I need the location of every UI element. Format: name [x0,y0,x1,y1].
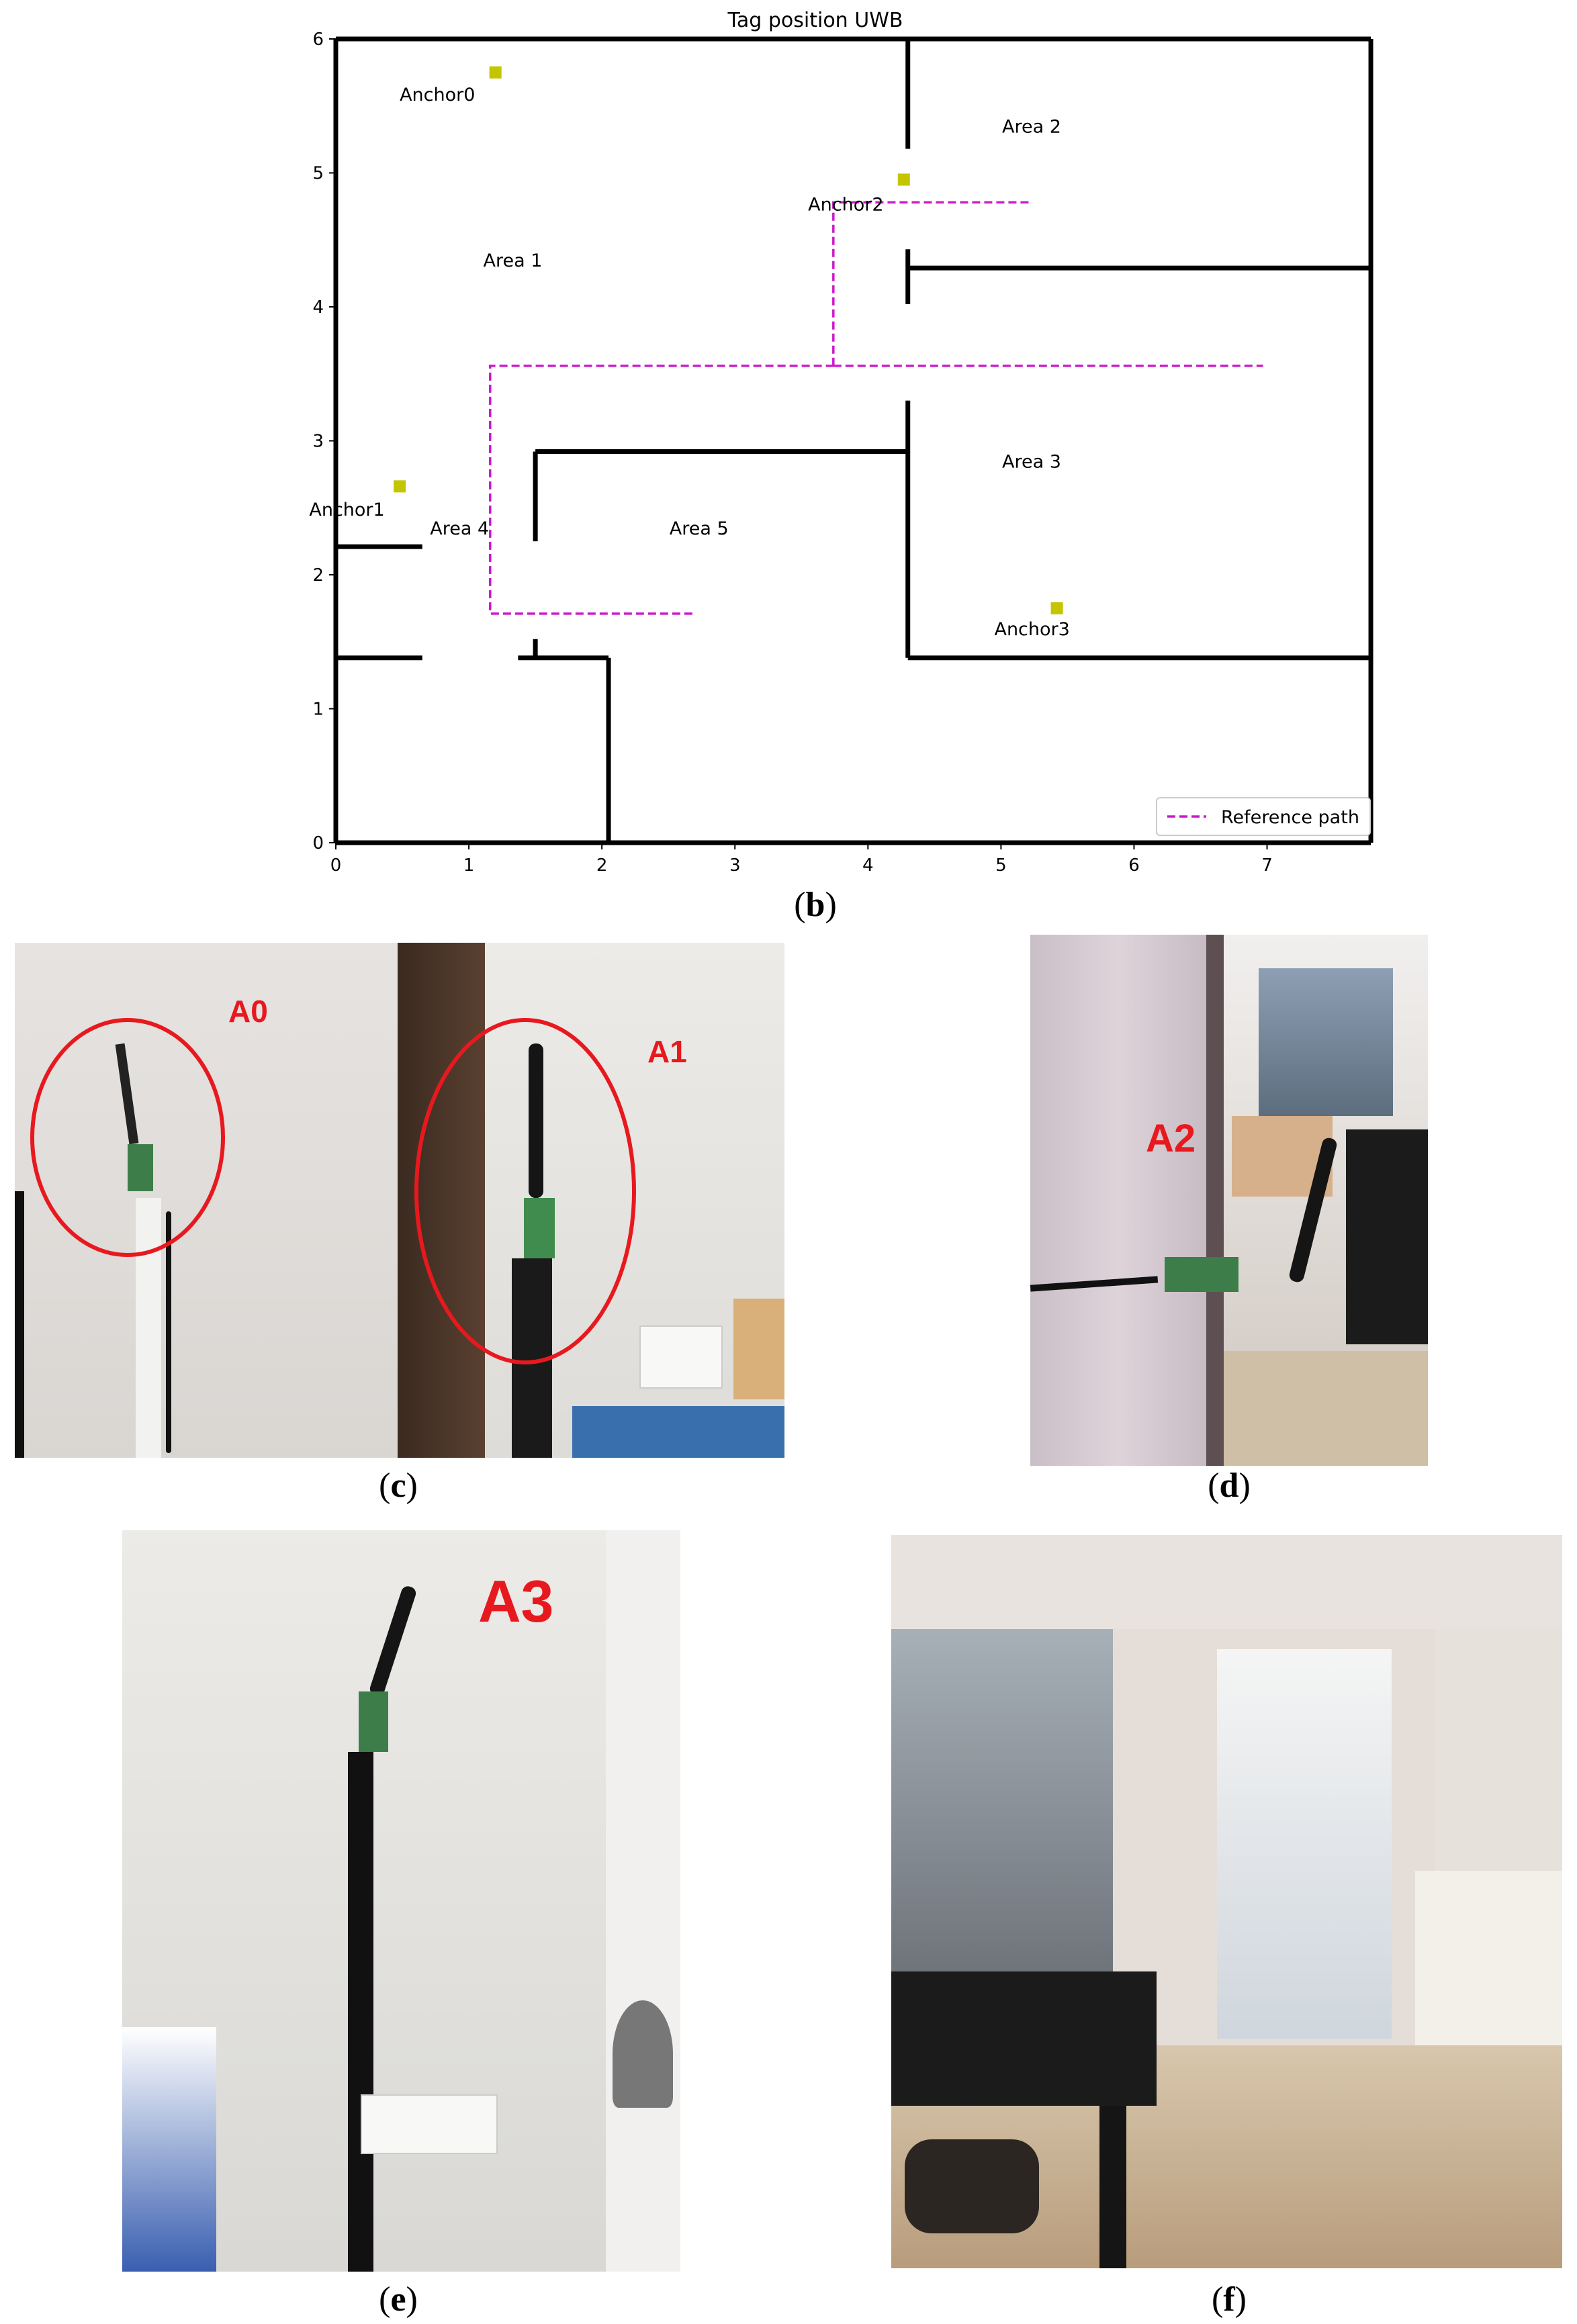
caption-d: (d) [1208,1467,1251,1505]
photo-e-lamp [613,2000,673,2108]
photo-e-socket [361,2094,498,2154]
x-tick-label-2: 2 [596,855,608,876]
photo-c-board-a1 [524,1198,555,1258]
photo-label-a2: A2 [1146,1117,1196,1160]
photo-room-overview [891,1535,1562,2268]
photo-anchor-a0-a1: A0 A1 [15,943,784,1458]
ellipse-a1 [414,1018,636,1364]
area-label-4: Area 5 [670,518,729,539]
photo-label-a1: A1 [647,1034,687,1069]
x-tick-label-3: 3 [729,855,741,876]
photo-d-door-panel [1030,935,1206,1466]
y-tick-label-6: 6 [312,30,324,50]
anchor-label-0: Anchor0 [400,85,475,105]
photo-c-door [398,943,485,1458]
photo-f-pet [905,2139,1039,2233]
caption-b: (b) [794,886,837,924]
y-tick-label-1: 1 [312,700,324,720]
photo-d-window [1259,968,1393,1116]
legend: Reference path [1156,797,1371,836]
y-tick-label-2: 2 [312,565,324,586]
photo-c-desk [572,1406,784,1458]
anchor-marker-3 [1050,602,1063,614]
anchor-marker-1 [394,480,406,493]
photo-d-board [1165,1257,1238,1292]
photo-f-table [891,1971,1157,2106]
chart-title: Tag position UWB [727,9,903,32]
photo-e-blanket [122,2027,216,2272]
caption-c: (c) [379,1467,418,1505]
y-tick-label-5: 5 [312,164,324,184]
y-tick-label-0: 0 [312,833,324,853]
anchor-marker-2 [897,173,910,186]
area-labels-group: Area 1 Area 2 Area 3 Area 4 Area 5 [430,117,1061,539]
photo-e-pole [348,1752,373,2272]
anchor-label-2: Anchor2 [808,194,883,215]
photo-c-antenna-a1 [529,1043,543,1198]
y-tick-label-4: 4 [312,297,324,318]
photo-f-left-room [891,1629,1113,1978]
photo-e-right-wall [606,1530,680,2272]
x-tick-label-1: 1 [463,855,475,876]
x-tick-label-0: 0 [330,855,342,876]
photo-c-white-pole [136,1198,161,1458]
floorplan-chart: Tag position UWB Anchor0Anchor1Anchor2An… [309,9,1373,876]
photo-e-board [359,1691,388,1752]
x-tick-label-5: 5 [995,855,1007,876]
photo-d-clothes [1346,1129,1428,1344]
axes-group: 0 1 2 3 4 5 6 7 0 1 2 3 4 5 6 [312,30,1272,876]
ellipse-a0 [30,1018,225,1257]
photo-c-wooden-board [733,1299,784,1399]
photo-c-ellipses [30,1018,636,1364]
anchor-label-3: Anchor3 [994,619,1069,640]
photo-f-ceiling [891,1535,1562,1629]
photo-c-black-stand [15,1191,24,1458]
photo-f-doorway [1217,1649,1392,2039]
photo-label-a3: A3 [478,1568,554,1634]
reference-path-group [489,201,1263,615]
photo-label-a0: A0 [228,994,268,1029]
y-tick-label-3: 3 [312,432,324,452]
reference-path-segment-1 [832,201,1032,366]
area-label-2: Area 3 [1002,451,1061,472]
area-label-3: Area 4 [430,518,489,539]
photo-d-door-frame [1206,935,1224,1466]
photo-anchor-a3: A3 [122,1530,680,2272]
photo-c-cable [166,1211,171,1453]
area-label-1: Area 2 [1002,117,1061,138]
photo-c-board-a0 [128,1144,153,1191]
area-label-0: Area 1 [483,250,542,271]
walls-group [333,36,1373,845]
x-tick-label-7: 7 [1261,855,1273,876]
x-tick-label-4: 4 [862,855,874,876]
caption-e: (e) [379,2280,418,2319]
legend-label: Reference path [1221,807,1359,828]
photo-anchor-a2: A2 [1030,935,1428,1466]
caption-f: (f) [1212,2280,1247,2319]
x-tick-label-6: 6 [1128,855,1140,876]
photo-d-floor [1224,1351,1428,1466]
photo-f-table-leg [1099,2106,1126,2268]
reference-path-segment-0 [489,365,833,615]
photo-c-switch [639,1326,723,1389]
anchor-label-1: Anchor1 [309,500,384,520]
anchor-marker-0 [489,66,502,79]
legend-box [1156,797,1371,836]
